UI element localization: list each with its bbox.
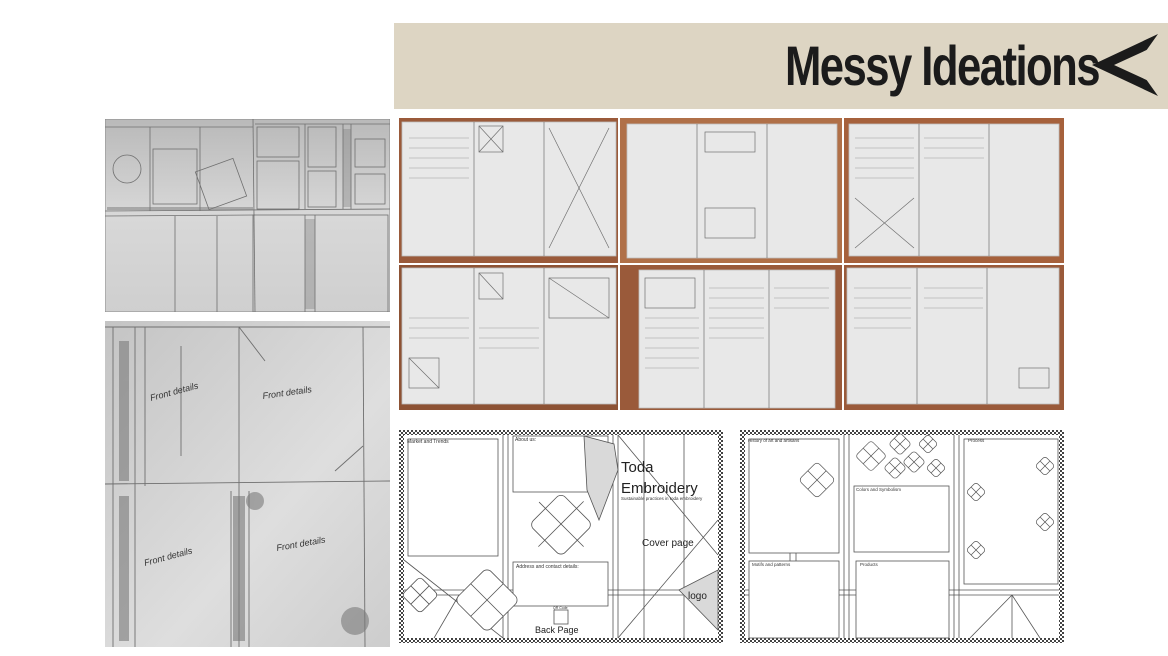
banner-title: Messy Ideations: [784, 34, 1101, 97]
label-about-us: About us:: [515, 437, 536, 443]
title-banner: Messy Ideations: [394, 23, 1168, 109]
label-products: Products: [860, 562, 879, 567]
label-cover-page: Cover page: [642, 538, 694, 549]
label-history: History of art and artisans: [748, 438, 800, 443]
sketch-photo-book-spreads: [105, 119, 390, 312]
sketch-photo-front-details: Front details Front details Front detail…: [105, 321, 390, 647]
brochure-mockups-photo-collage: [399, 118, 1064, 410]
brochure-tagline: Sustainable practices in toda embroidery: [621, 496, 703, 501]
brochure-title-line2: Embroidery: [621, 480, 698, 497]
label-motifs-patterns: Motifs and patterns: [752, 562, 791, 567]
brochure-layout-outside: Market and Trends About us: Toda Embroid…: [399, 430, 723, 643]
double-chevron-left-icon: [1092, 34, 1164, 96]
label-process: Process: [968, 438, 985, 443]
label-address-contact: Address and contact details:: [516, 564, 579, 570]
label-colors-symbolism: Colors and Symbolism: [856, 487, 901, 492]
label-logo: logo: [688, 591, 707, 602]
label-back-page: Back Page: [535, 625, 579, 635]
label-market-trends: Market and Trends: [407, 439, 449, 445]
brochure-layout-inside: History of art and artisans Process Colo…: [740, 430, 1064, 643]
brochure-title-line1: Toda: [621, 459, 654, 476]
label-barcode: QR Code: [553, 606, 568, 610]
